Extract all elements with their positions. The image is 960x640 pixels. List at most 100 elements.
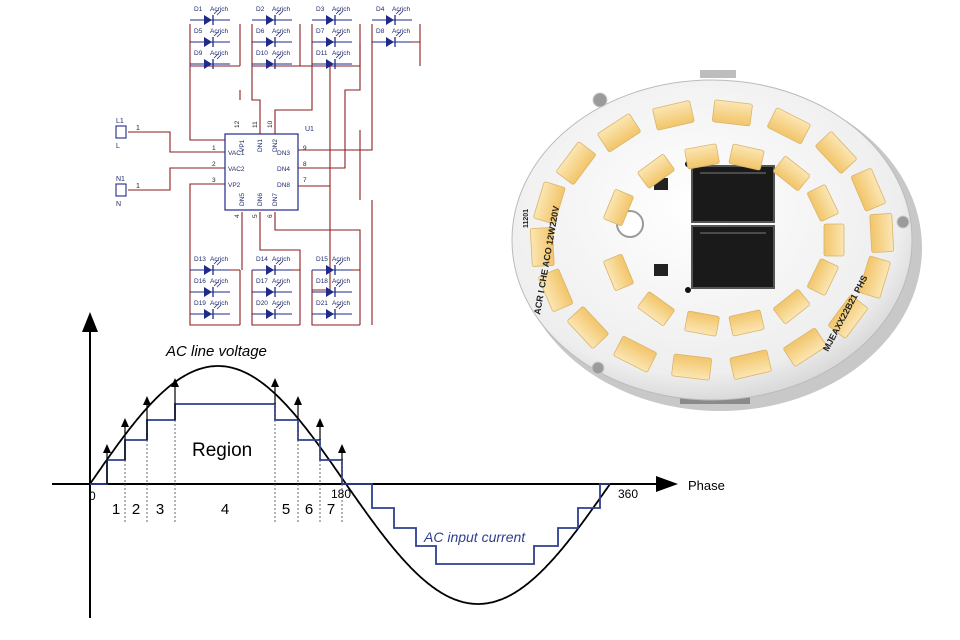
pcb-led [728,143,765,171]
acrich-schematic: L1 L 1 N1 N 1 U1 1VAC12VAC23VP29DN38DN47… [115,6,421,326]
pcb-led [684,143,720,170]
pcb-led [597,113,641,153]
diode-ref: D2 [256,6,265,13]
waveform-diagram: AC line voltage Region AC input current … [52,312,725,618]
diode-ref: D4 [376,6,385,13]
diode-ref: D19 [194,300,206,307]
ac-input-current-label: AC input current [423,529,526,545]
step-arrowhead [316,418,324,427]
ic-pin-name: VP1 [239,139,246,152]
diode-ref: D10 [256,50,268,57]
diode-part: Acrich [272,50,290,57]
pcb-led [684,310,720,337]
ic-pin-number: 8 [303,161,307,168]
diode-ref: D1 [194,6,203,13]
step-arrowhead [121,418,129,427]
ic-chip-2-sheen [700,232,766,234]
connector-l1-label: L1 [116,118,124,125]
step-arrowhead [271,378,279,387]
ic-u1-name: U1 [305,126,314,133]
ic-pin-number: 4 [234,214,241,218]
ic-chip-1 [691,165,775,223]
diode-ref: D18 [316,278,328,285]
region-number: 3 [156,501,164,518]
diode-part: Acrich [332,300,350,307]
led-diode: D21 Acrich [312,300,352,319]
ic-pin-name: DN7 [272,193,279,206]
led-module-photo: ACR I CHE ACO 12W220V 11201 MJEAXX22B21 … [511,70,922,411]
diode-ref: D5 [194,28,203,35]
diode-part: Acrich [332,50,350,57]
step-arrowhead [103,444,111,453]
pcb-led [652,100,695,131]
ic-pin-number: 12 [234,120,241,128]
pcb-led [529,227,555,267]
ic-pin-name: DN6 [257,193,264,206]
diode-ref: D7 [316,28,325,35]
diode-part: Acrich [392,28,410,35]
region-number: 5 [282,501,290,518]
pcb-led [671,353,713,381]
diode-ref: D17 [256,278,268,285]
tick-180: 180 [331,487,351,501]
pcb-led [711,99,753,127]
diode-part: Acrich [392,6,410,13]
step-arrowhead [338,444,346,453]
diode-ref: D21 [316,300,328,307]
ic-pin-name: DN5 [239,193,246,206]
ic-chip-2 [691,225,775,289]
mount-hole-2 [896,215,910,229]
diode-ref: D6 [256,28,265,35]
diode-ref: D13 [194,256,206,263]
pcb-led [538,268,574,312]
led-diode: D4 Acrich [372,6,412,25]
diode-ref: D9 [194,50,203,57]
pcb-led [869,213,895,253]
step-arrowhead [171,378,179,387]
pcb-led [533,181,566,225]
ic-u1: U1 1VAC12VAC23VP29DN38DN47DN812VP111DN11… [212,120,314,218]
ic-pin-name: DN2 [272,139,279,152]
region-number: 2 [132,501,140,518]
ic-pin-number: 6 [267,214,274,218]
diode-ref: D15 [316,256,328,263]
pcb-led [807,184,839,222]
ic-pin-name: DN3 [277,150,290,157]
diode-part: Acrich [272,300,290,307]
diode-part: Acrich [272,28,290,35]
pcb-led [773,156,810,191]
diode-part: Acrich [210,50,228,57]
connector-l1: L1 L 1 [115,118,140,150]
pcb-led [728,309,765,337]
led-diode: D13 Acrich [190,256,230,275]
region-number: 6 [305,501,313,518]
ic-pin-number: 3 [212,177,216,184]
pcb-led [637,154,675,189]
diode-part: Acrich [210,28,228,35]
ic-chip-1-sheen [700,172,766,174]
region-dividers [103,378,346,522]
diode-part: Acrich [210,256,228,263]
ic-pin-number: 1 [212,145,216,152]
pcb-leds [529,99,895,381]
tick-0: 0 [89,489,96,503]
connector-l1-pin: 1 [136,125,140,132]
led-diode: D6 Acrich [252,28,292,47]
pcb-led [613,336,657,373]
ic-pin-name: VAC1 [228,150,245,157]
diode-ref: D3 [316,6,325,13]
pcb-led [858,255,891,299]
ac-line-voltage-label: AC line voltage [165,343,267,360]
step-arrowhead [143,396,151,405]
pcb-led [729,349,772,380]
